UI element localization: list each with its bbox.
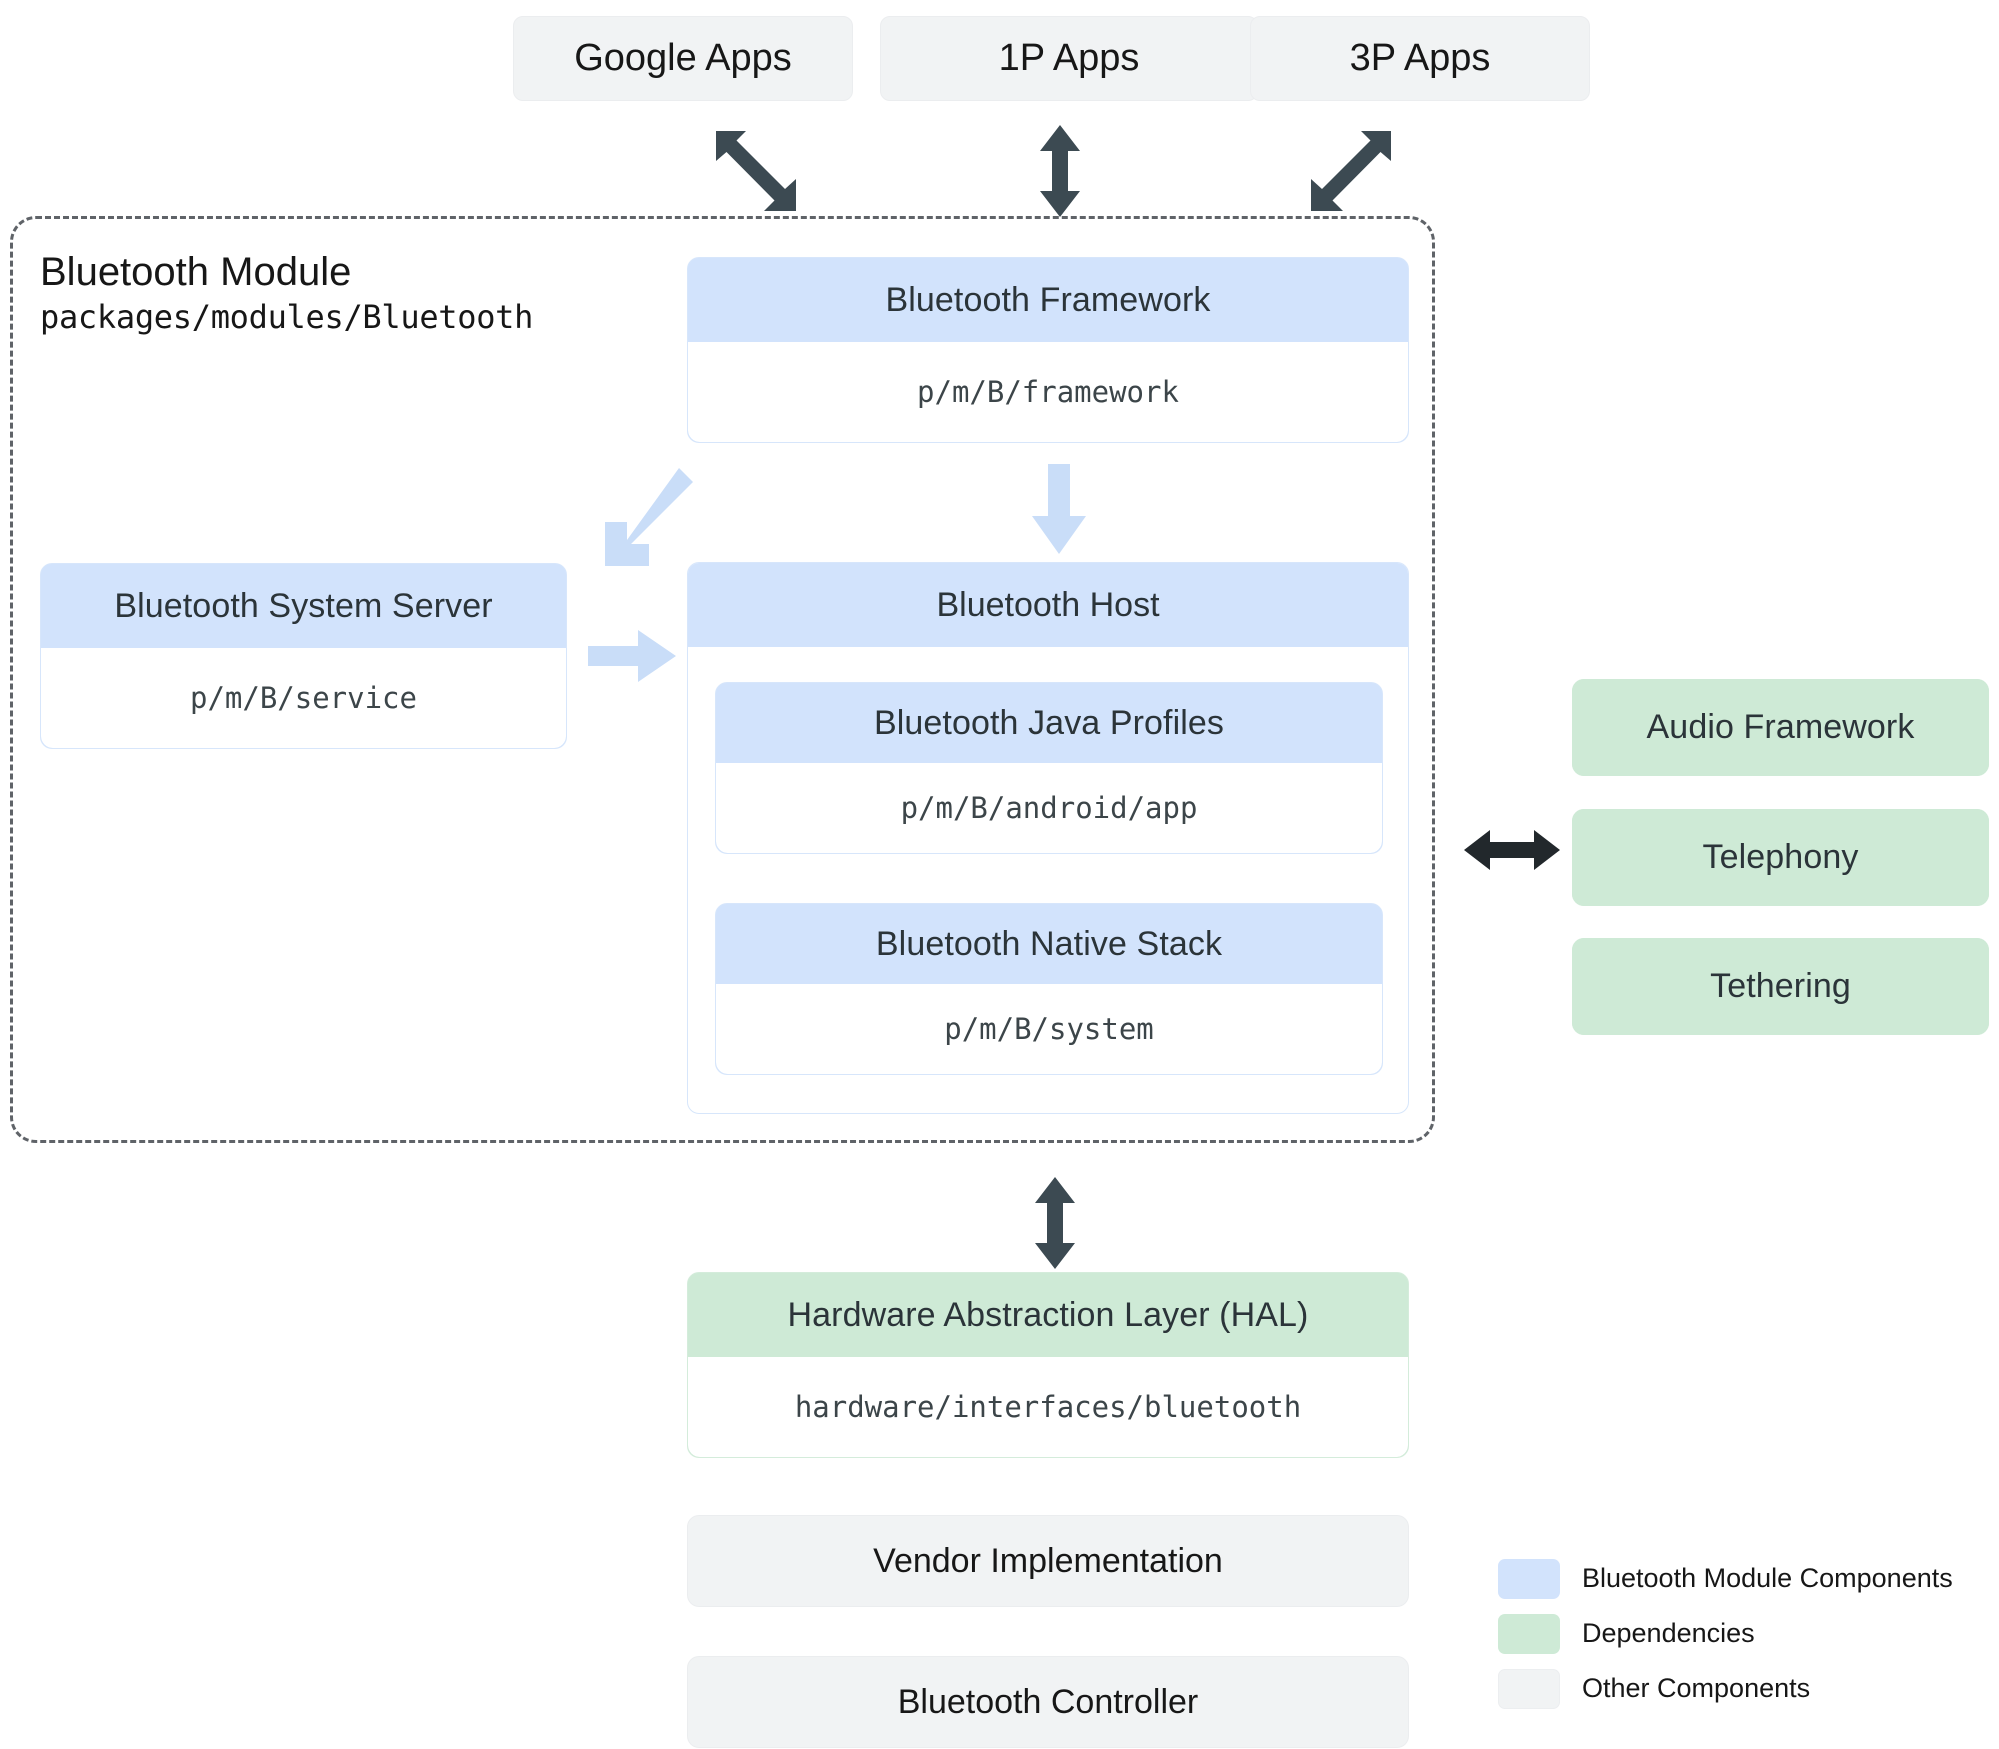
card-bluetooth-host[interactable]: Bluetooth Host Bluetooth Java Profiles p…	[687, 562, 1409, 1114]
card-bluetooth-java-profiles[interactable]: Bluetooth Java Profiles p/m/B/android/ap…	[715, 682, 1383, 854]
card-bluetooth-java-profiles-title: Bluetooth Java Profiles	[716, 683, 1382, 763]
arrow-1p-apps-bidirectional-icon	[1040, 125, 1080, 217]
app-chip-google-apps[interactable]: Google Apps	[513, 16, 853, 101]
card-bluetooth-native-stack-path: p/m/B/system	[716, 984, 1382, 1074]
card-bluetooth-host-title: Bluetooth Host	[688, 563, 1408, 647]
legend-swatch-dependencies	[1498, 1613, 1560, 1654]
app-chip-3p-apps-label: 3P Apps	[1349, 37, 1491, 79]
legend-item-dependencies: Dependencies	[1498, 1606, 1953, 1661]
legend-swatch-module-components	[1498, 1558, 1560, 1599]
arrow-google-apps-bidirectional-icon	[716, 131, 796, 211]
app-chip-1p-apps[interactable]: 1P Apps	[880, 16, 1258, 101]
card-bluetooth-system-server[interactable]: Bluetooth System Server p/m/B/service	[40, 563, 567, 749]
bluetooth-module-title: Bluetooth Module	[40, 250, 352, 294]
card-telephony-label: Telephony	[1572, 809, 1989, 906]
bluetooth-module-path: packages/modules/Bluetooth	[40, 298, 534, 336]
legend-item-module-components: Bluetooth Module Components	[1498, 1551, 1953, 1606]
app-chip-1p-apps-label: 1P Apps	[998, 37, 1140, 79]
arrow-framework-to-system-server-icon	[605, 468, 693, 566]
card-bluetooth-controller[interactable]: Bluetooth Controller	[687, 1656, 1409, 1748]
arrow-framework-to-host-icon	[1032, 464, 1086, 554]
legend-item-other-components: Other Components	[1498, 1661, 1953, 1716]
card-bluetooth-framework[interactable]: Bluetooth Framework p/m/B/framework	[687, 257, 1409, 443]
card-audio-framework[interactable]: Audio Framework	[1572, 679, 1989, 776]
arrow-3p-apps-bidirectional-icon	[1311, 131, 1391, 211]
arrow-module-to-hal-bidirectional-icon	[1035, 1177, 1075, 1269]
card-bluetooth-native-stack[interactable]: Bluetooth Native Stack p/m/B/system	[715, 903, 1383, 1075]
legend-label-dependencies: Dependencies	[1582, 1618, 1755, 1648]
card-bluetooth-framework-path: p/m/B/framework	[688, 342, 1408, 442]
legend: Bluetooth Module Components Dependencies…	[1498, 1551, 1953, 1716]
app-chip-3p-apps[interactable]: 3P Apps	[1250, 16, 1590, 101]
card-tethering[interactable]: Tethering	[1572, 938, 1989, 1035]
card-audio-framework-label: Audio Framework	[1572, 679, 1989, 776]
card-bluetooth-java-profiles-path: p/m/B/android/app	[716, 763, 1382, 853]
card-bluetooth-system-server-path: p/m/B/service	[41, 648, 566, 748]
legend-label-other-components: Other Components	[1582, 1673, 1811, 1703]
bluetooth-module-container	[10, 216, 1435, 1143]
card-hardware-abstraction-layer[interactable]: Hardware Abstraction Layer (HAL) hardwar…	[687, 1272, 1409, 1458]
card-vendor-implementation[interactable]: Vendor Implementation	[687, 1515, 1409, 1607]
card-bluetooth-native-stack-title: Bluetooth Native Stack	[716, 904, 1382, 984]
card-telephony[interactable]: Telephony	[1572, 809, 1989, 906]
legend-swatch-other-components	[1498, 1668, 1560, 1709]
arrow-host-to-dependencies-bidirectional-icon	[1464, 830, 1560, 870]
card-bluetooth-system-server-title: Bluetooth System Server	[41, 564, 566, 648]
card-tethering-label: Tethering	[1572, 938, 1989, 1035]
card-hardware-abstraction-layer-path: hardware/interfaces/bluetooth	[688, 1357, 1408, 1457]
arrow-system-server-to-host-icon	[588, 630, 676, 682]
card-hardware-abstraction-layer-title: Hardware Abstraction Layer (HAL)	[688, 1273, 1408, 1357]
app-chip-google-apps-label: Google Apps	[574, 37, 792, 79]
card-bluetooth-framework-title: Bluetooth Framework	[688, 258, 1408, 342]
legend-label-module-components: Bluetooth Module Components	[1582, 1563, 1953, 1593]
card-vendor-implementation-label: Vendor Implementation	[873, 1541, 1223, 1580]
card-bluetooth-controller-label: Bluetooth Controller	[897, 1682, 1199, 1721]
